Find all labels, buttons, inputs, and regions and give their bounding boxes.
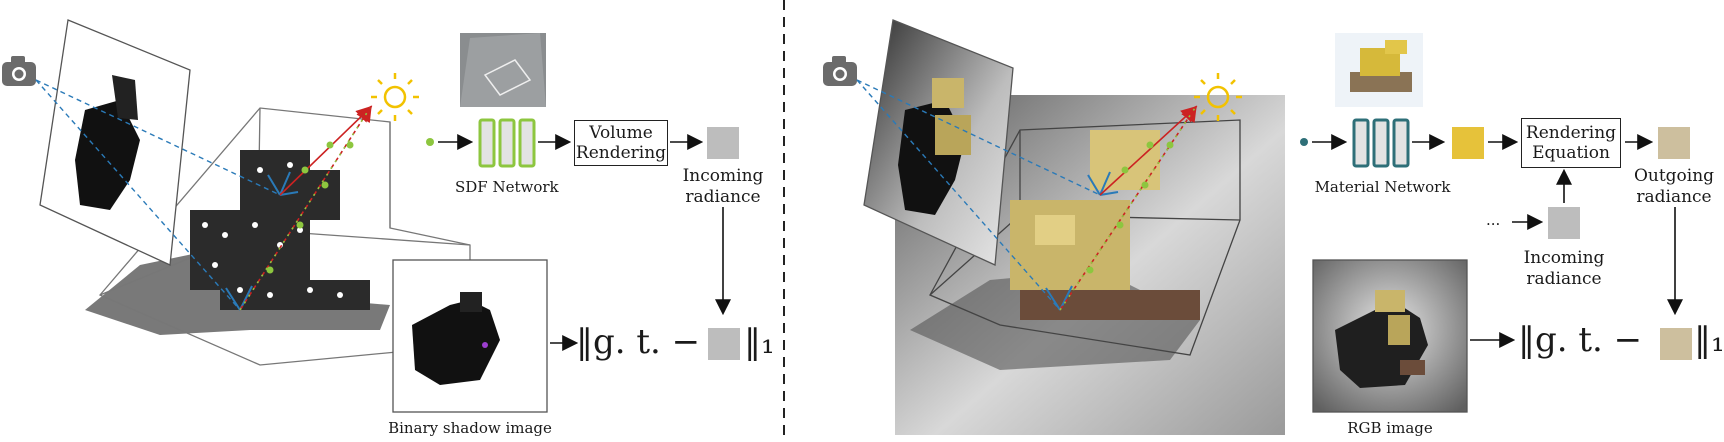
material-network-block [1352, 118, 1410, 168]
right-loss-prefix: ‖g. t. − [1518, 320, 1643, 360]
incoming-radiance-swatch [1548, 207, 1580, 239]
rgb-image [1312, 259, 1468, 413]
left-loss-swatch [708, 328, 740, 360]
left-scene-box [98, 107, 471, 366]
left-image-plane [39, 19, 191, 266]
right-camera-icon [823, 56, 857, 86]
right-object-render [1010, 130, 1200, 320]
left-sun-icon [371, 73, 419, 121]
right-incoming-radiance-label: Incoming radiance [1523, 248, 1605, 289]
sdf-network-block [478, 118, 536, 168]
right-image-plane [863, 19, 1014, 266]
outgoing-radiance-label: Outgoing radiance [1633, 166, 1715, 207]
left-loss-prefix: ‖g. t. − [576, 322, 701, 362]
left-render-thumbnail [460, 33, 546, 107]
left-camera-rays [35, 79, 281, 311]
left-object-dots [202, 162, 343, 298]
material-swatch [1452, 127, 1484, 159]
rgb-image-label: RGB image [1347, 419, 1433, 437]
binary-shadow-image-label: Binary shadow image [388, 419, 552, 437]
left-light-rays [239, 105, 373, 311]
right-camera-rays [856, 79, 1101, 311]
left-normals [225, 171, 299, 311]
outgoing-radiance-swatch [1658, 127, 1690, 159]
right-loss-swatch [1660, 328, 1692, 360]
right-normals [1045, 171, 1119, 311]
left-loss-suffix: ‖₁ [744, 322, 775, 362]
left-object-silhouette [190, 150, 370, 310]
right-loss-suffix: ‖₁ [1694, 320, 1724, 360]
left-incoming-radiance-label: Incoming radiance [682, 166, 764, 207]
right-sun-icon [1194, 73, 1242, 121]
left-camera-icon [2, 56, 36, 86]
ellipsis-label: ... [1486, 211, 1501, 229]
binary-shadow-image [392, 259, 548, 413]
material-network-label: Material Network [1314, 178, 1451, 196]
sdf-network-label: SDF Network [455, 178, 559, 196]
volume-rendering-box: Volume Rendering [574, 120, 668, 166]
material-network-flow [1300, 118, 1690, 316]
right-light-rays [1059, 105, 1198, 311]
right-render-thumbnail [1335, 33, 1423, 107]
rendering-equation-box: Rendering Equation [1521, 118, 1621, 168]
sdf-network-flow [426, 118, 739, 316]
incoming-radiance-swatch [707, 127, 739, 159]
